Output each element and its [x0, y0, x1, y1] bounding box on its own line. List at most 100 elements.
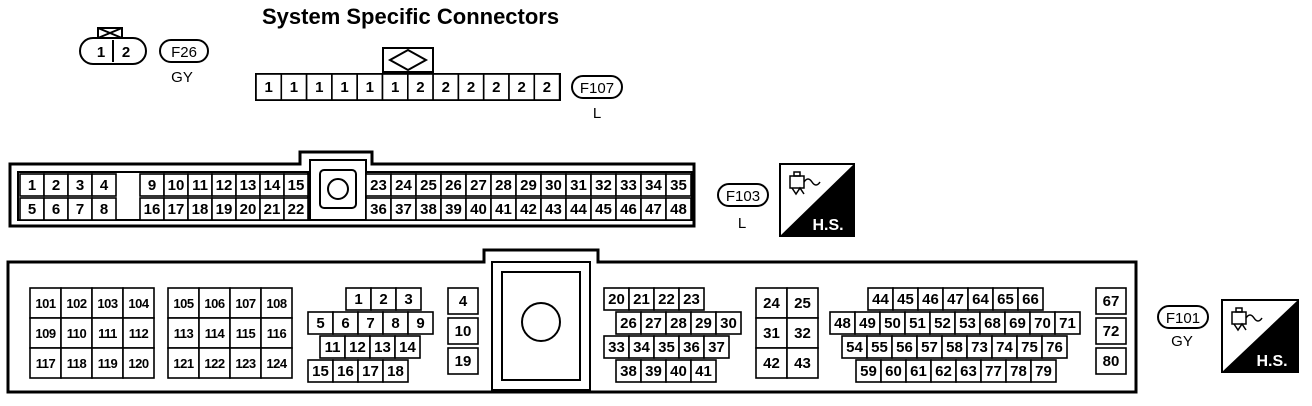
f103-pin-40: 40 [470, 201, 487, 218]
f101-pin-31: 31 [763, 325, 780, 342]
f103-pin-29: 29 [520, 177, 537, 194]
f103-pin-19: 19 [216, 201, 233, 218]
f101-pin-115-box [229, 317, 262, 349]
f101-pin-66: 66 [1022, 291, 1039, 308]
f101-pin-45: 45 [897, 291, 914, 308]
f107-pin-2: 2 [517, 79, 525, 96]
f101-pin-69: 69 [1009, 315, 1026, 332]
f101-pin-74: 74 [996, 339, 1013, 356]
f101-pin-44: 44 [872, 291, 889, 308]
f107-pin-1-box [255, 73, 283, 101]
f101-pin-79-box [1030, 359, 1057, 383]
f107-pin-1-box [381, 73, 409, 101]
f101-pin-75: 75 [1021, 339, 1038, 356]
f101-pin-124-box [260, 347, 293, 379]
f101-pin-30: 30 [720, 315, 737, 332]
two-pin-connector: 1 2 [79, 27, 147, 65]
f103-pin-32: 32 [595, 177, 612, 194]
f107-id: F107 [580, 80, 614, 97]
f26-tag: F26 GY [159, 39, 209, 86]
f101-pin-63: 63 [960, 363, 977, 380]
f103-pin-30: 30 [545, 177, 562, 194]
f107-pin-2: 2 [543, 79, 551, 96]
f101-pin-18-box [382, 359, 409, 383]
f107-pin-1: 1 [315, 79, 323, 96]
f103-pin-22-box [283, 197, 309, 221]
f103-pin-23: 23 [370, 177, 387, 194]
f101-pin-25: 25 [794, 295, 811, 312]
f103-pin-11: 11 [192, 177, 208, 194]
f101-pin-116-box [260, 317, 293, 349]
f101-pin-9: 9 [416, 315, 424, 332]
f101-pin-35: 35 [658, 339, 675, 356]
f103-pin-34: 34 [645, 177, 662, 194]
f101-pin-101: 101 [35, 296, 55, 311]
f101-pin-119: 119 [98, 356, 118, 371]
f103-id: F103 [726, 188, 760, 205]
f101-pin-106-box [198, 287, 231, 319]
f101-pin-41: 41 [695, 363, 712, 380]
f101-pin-65: 65 [997, 291, 1014, 308]
f103-pin-35-box [665, 173, 692, 197]
f101-pin-13: 13 [374, 339, 391, 356]
f103-pin-3: 3 [76, 177, 84, 194]
f107-pin-1: 1 [366, 79, 374, 96]
f103-pin-12: 12 [216, 177, 233, 194]
f101-pin-68: 68 [984, 315, 1001, 332]
f101-pin-20: 20 [608, 291, 625, 308]
f101-pin-120: 120 [128, 356, 148, 371]
f101-pin-113-box [167, 317, 200, 349]
f101-pin-115: 115 [236, 326, 256, 341]
f101-pin-102: 102 [66, 296, 86, 311]
f101-pin-41-box [690, 359, 717, 383]
f101-pin-116: 116 [267, 326, 287, 341]
f101-pin-16: 16 [337, 363, 354, 380]
f103-pin-47: 47 [645, 201, 662, 218]
f101-pin-26: 26 [620, 315, 637, 332]
f101-pin-8: 8 [391, 315, 399, 332]
f101-pin-77: 77 [985, 363, 1002, 380]
f101-pin-9-box [407, 311, 434, 335]
f103-pin-20: 20 [240, 201, 257, 218]
f103-pin-42: 42 [520, 201, 537, 218]
f103-pin-7: 7 [76, 201, 84, 218]
f101-pin-37: 37 [708, 339, 725, 356]
f101-pin-121-box [167, 347, 200, 379]
f107-pin-1: 1 [264, 79, 272, 96]
f101-pin-122: 122 [204, 356, 224, 371]
f101-pin-5: 5 [316, 315, 324, 332]
f101-pin-105-box [167, 287, 200, 319]
f103-pin-6: 6 [52, 201, 60, 218]
f101-pin-71: 71 [1059, 315, 1076, 332]
f101-pin-1: 1 [354, 291, 362, 308]
f103-pin-33: 33 [620, 177, 637, 194]
f101-pin-38: 38 [620, 363, 637, 380]
f101-pin-120-box [122, 347, 155, 379]
f103-pin-9: 9 [148, 177, 156, 194]
f101-pin-70: 70 [1034, 315, 1051, 332]
f103-pin-21: 21 [264, 201, 281, 218]
f101-pin-23: 23 [683, 291, 700, 308]
f101-pin-24: 24 [763, 295, 780, 312]
f101-pin-22: 22 [658, 291, 675, 308]
f101-pin-78: 78 [1010, 363, 1027, 380]
f103-pin-5: 5 [28, 201, 36, 218]
f103-pin-38: 38 [420, 201, 437, 218]
hs-label: H.S. [1256, 353, 1287, 370]
f101-pin-72: 72 [1103, 323, 1120, 340]
f101-pin-37-box [703, 335, 730, 359]
f101-pin-49: 49 [859, 315, 876, 332]
f101-pin-30-box [715, 311, 742, 335]
f101-pin-56: 56 [896, 339, 913, 356]
f101-pin-21: 21 [633, 291, 650, 308]
f101-pin-112: 112 [129, 326, 149, 341]
f101-pin-54: 54 [846, 339, 863, 356]
f107-pin-1-box [280, 73, 308, 101]
f103-pin-15: 15 [288, 177, 305, 194]
f101-pin-4-box [447, 287, 479, 315]
f101-pin-118: 118 [67, 356, 87, 371]
f101-pin-27: 27 [645, 315, 662, 332]
f101-pin-6: 6 [341, 315, 349, 332]
f101-pin-58: 58 [946, 339, 963, 356]
f107-pin-2: 2 [416, 79, 424, 96]
